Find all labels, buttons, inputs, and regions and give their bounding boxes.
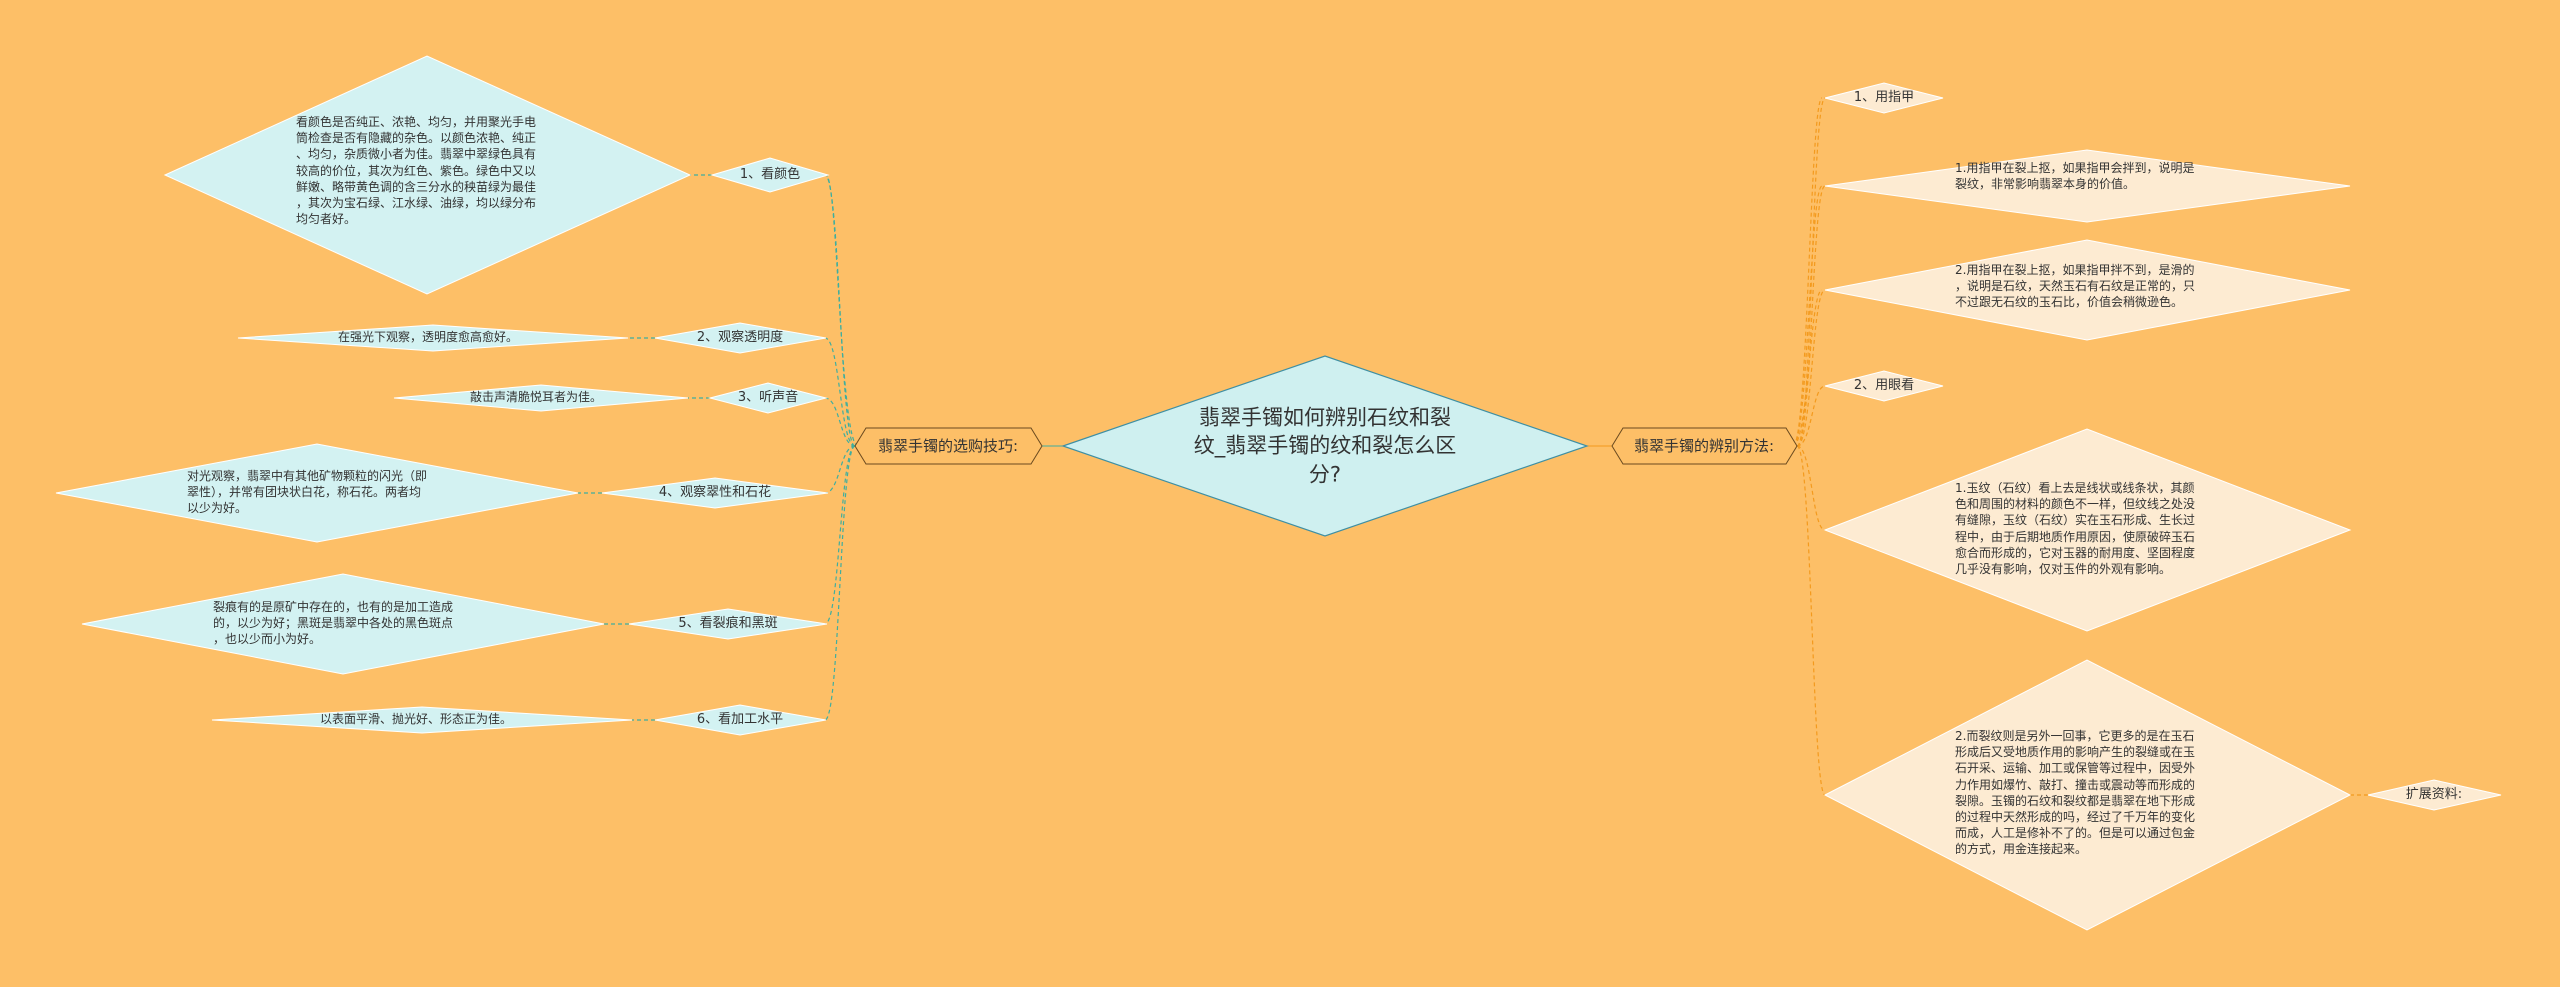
detail-text-craftsmanship: 以表面平滑、抛光好、形态正为佳。 — [320, 712, 513, 726]
branch-node-selection-tips[interactable] — [854, 427, 1043, 465]
right-connectors — [1792, 97, 2368, 796]
branch-node-identification-methods[interactable] — [1611, 427, 1798, 465]
detail-node-color — [163, 55, 692, 295]
item-node-cracks[interactable] — [628, 608, 828, 640]
item-label-sound: 3、听声音 — [737, 390, 799, 406]
left-connectors — [578, 174, 859, 721]
detail-node-cracks — [81, 573, 605, 675]
detail-text-sound: 敲击声清脆悦耳者为佳。 — [470, 390, 603, 404]
item-label-color: 1、看颜色 — [739, 167, 801, 183]
method-detail-fingernail-1 — [1824, 149, 2351, 223]
method-detail-fingernail-2 — [1824, 239, 2351, 341]
method-detail-eye-1 — [1823, 428, 2352, 632]
method-detail-text-fingernail-2: 2.用指甲在裂上抠，如果指甲拌不到，是滑的 ，说明是石纹，天然玉石有石纹是正常的… — [1955, 263, 2196, 310]
item-node-jade-texture[interactable] — [601, 477, 829, 509]
item-node-transparency[interactable] — [654, 322, 827, 354]
detail-node-jade-texture — [55, 443, 579, 543]
extension-label: 扩展资料: — [2405, 787, 2463, 803]
item-node-color[interactable] — [710, 157, 830, 193]
branch-label-selection-tips: 翡翠手镯的选购技巧: — [877, 436, 1019, 455]
detail-node-sound — [393, 384, 689, 412]
left-detail-nodes — [55, 55, 692, 734]
right-nodes — [1823, 82, 2502, 931]
central-topic-title: 翡翠手镯如何辨别石纹和裂纹_翡翠手镯的纹和裂怎么区分? — [1193, 405, 1457, 487]
item-node-sound[interactable] — [708, 382, 828, 414]
detail-text-jade-texture: 对光观察，翡翠中有其他矿物颗粒的闪光（即 翠性），并常有团块状白花，称石花。两者… — [187, 469, 428, 516]
extension-node[interactable] — [2367, 779, 2502, 811]
detail-text-transparency: 在强光下观察，透明度愈高愈好。 — [338, 330, 519, 344]
detail-text-color: 看颜色是否纯正、浓艳、均匀，并用聚光手电 筒检查是否有隐藏的杂色。以颜色浓艳、纯… — [296, 115, 537, 227]
central-topic-node[interactable] — [1061, 355, 1589, 537]
method-node-eye[interactable] — [1824, 370, 1944, 402]
method-detail-text-eye-1: 1.玉纹（石纹）看上去是线状或线条状，其颜 色和周围的材料的颜色不一样，但纹线之… — [1955, 481, 2196, 576]
method-detail-text-eye-2: 2.而裂纹则是另外一回事，它更多的是在玉石 形成后又受地质作用的影响产生的裂缝或… — [1955, 729, 2196, 857]
method-detail-text-fingernail-1: 1.用指甲在裂上抠，如果指甲会拌到，说明是 裂纹，非常影响翡翠本身的价值。 — [1955, 161, 2195, 192]
method-label-fingernail: 1、用指甲 — [1853, 90, 1915, 106]
item-label-craftsmanship: 6、看加工水平 — [696, 712, 784, 728]
item-label-jade-texture: 4、观察翠性和石花 — [658, 485, 772, 501]
detail-node-transparency — [237, 324, 629, 352]
branch-label-identification-methods: 翡翠手镯的辨别方法: — [1633, 436, 1775, 455]
item-label-cracks: 5、看裂痕和黑斑 — [678, 616, 778, 632]
detail-node-craftsmanship — [211, 706, 633, 734]
method-node-fingernail[interactable] — [1824, 82, 1944, 114]
left-item-nodes — [601, 157, 830, 736]
detail-text-cracks: 裂痕有的是原矿中存在的，也有的是加工造成 的，以少为好；黑斑是翡翠中各处的黑色斑… — [213, 600, 454, 647]
method-label-eye: 2、用眼看 — [1853, 378, 1915, 394]
item-node-craftsmanship[interactable] — [654, 704, 827, 736]
item-label-transparency: 2、观察透明度 — [696, 330, 784, 346]
method-detail-eye-2 — [1823, 659, 2352, 931]
